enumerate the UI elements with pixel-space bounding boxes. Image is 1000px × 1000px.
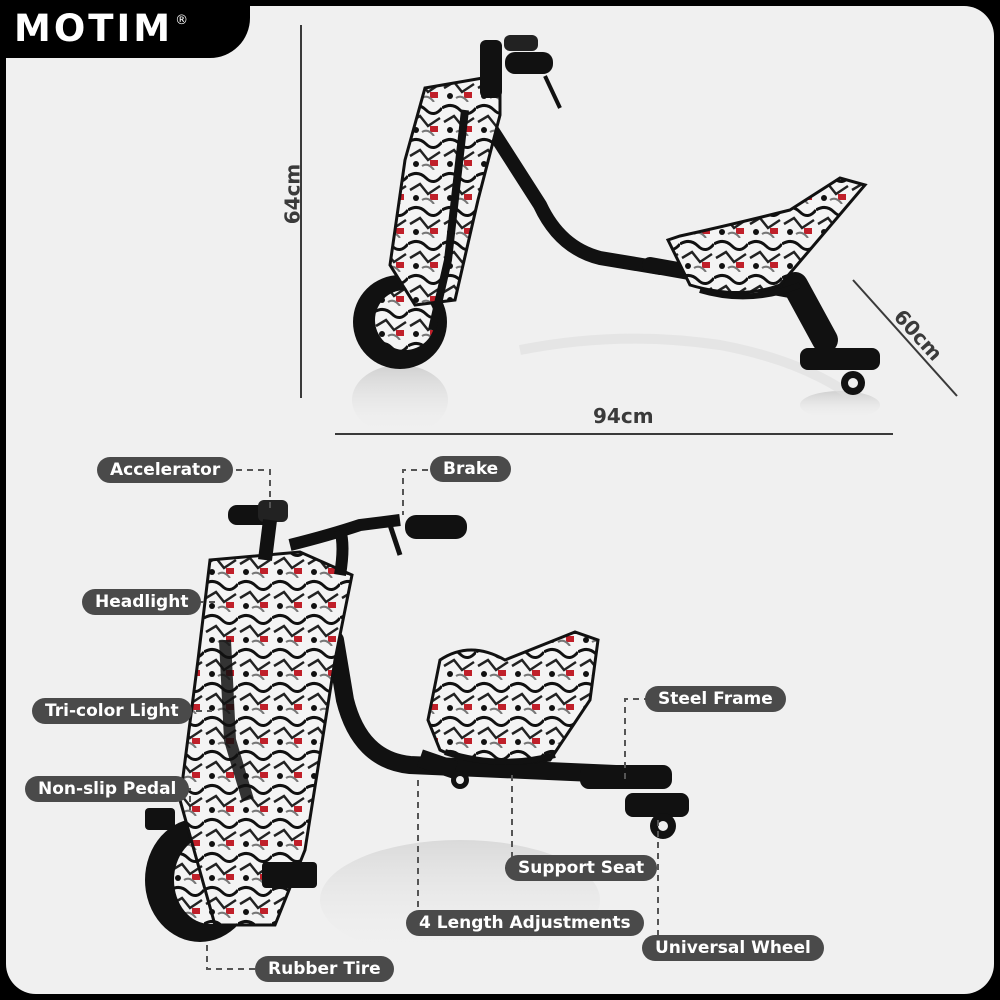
- label-headlight: Headlight: [82, 589, 202, 615]
- top-scooter: [352, 35, 880, 435]
- label-length-adjustments: 4 Length Adjustments: [406, 910, 644, 936]
- height-dimension-label: 64cm: [280, 163, 305, 225]
- label-accelerator: Accelerator: [97, 457, 234, 483]
- registered-mark: ®: [175, 13, 189, 28]
- label-nonslip-pedal: Non-slip Pedal: [25, 776, 190, 802]
- brand-name: MOTIM: [14, 7, 174, 50]
- label-brake: Brake: [430, 456, 512, 482]
- label-rubber-tire: Rubber Tire: [255, 956, 394, 982]
- length-dimension-label: 94cm: [593, 404, 654, 428]
- brand-logo: MOTIM®: [14, 7, 188, 50]
- pedal-shape: [262, 862, 317, 888]
- label-support-seat: Support Seat: [505, 855, 658, 881]
- brand-tab: MOTIM®: [0, 0, 250, 58]
- label-universal-wheel: Universal Wheel: [642, 935, 824, 961]
- width-dimension-line: [852, 279, 958, 397]
- label-tricolor-light: Tri-color Light: [32, 698, 192, 724]
- label-steel-frame: Steel Frame: [645, 686, 786, 712]
